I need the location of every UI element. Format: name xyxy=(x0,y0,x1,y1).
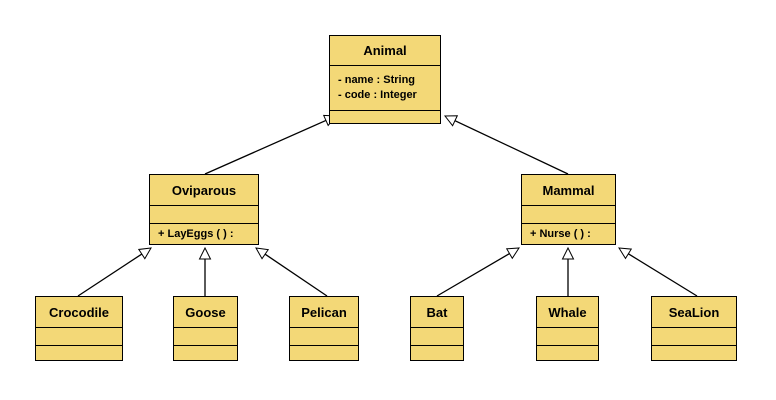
hollow-arrowhead-icon xyxy=(561,246,575,260)
class-attributes xyxy=(290,327,358,345)
generalization-sealion-to-mammal[interactable] xyxy=(618,247,698,297)
generalization-oviparous-to-animal[interactable] xyxy=(204,114,338,175)
class-attributes xyxy=(652,327,736,345)
connector-line xyxy=(628,253,698,297)
class-crocodile[interactable]: Crocodile xyxy=(35,296,123,361)
class-operations: + Nurse ( ) : xyxy=(522,223,615,244)
class-name: SeaLion xyxy=(668,304,720,320)
connector-line xyxy=(204,119,327,175)
class-bat[interactable]: Bat xyxy=(410,296,464,361)
class-name: Animal xyxy=(363,43,407,58)
class-attributes xyxy=(537,327,598,345)
class-operations xyxy=(36,345,122,360)
attribute-code: - code : Integer xyxy=(338,89,417,101)
class-operations xyxy=(652,345,736,360)
connector-line xyxy=(454,120,569,175)
class-name: Pelican xyxy=(301,304,347,320)
class-sealion[interactable]: SeaLion xyxy=(651,296,737,361)
class-operations xyxy=(537,345,598,360)
operation-nurse: + Nurse ( ) : xyxy=(530,227,591,240)
generalization-mammal-to-animal[interactable] xyxy=(443,115,569,175)
class-attributes: - name : String - code : Integer xyxy=(330,65,440,110)
hollow-arrowhead-icon xyxy=(505,247,520,260)
class-animal[interactable]: Animal - name : String - code : Integer xyxy=(329,35,441,124)
class-goose[interactable]: Goose xyxy=(173,296,238,361)
class-attributes xyxy=(150,205,258,223)
class-name: Mammal xyxy=(542,182,595,198)
connector-line xyxy=(264,253,328,297)
class-name: Bat xyxy=(426,304,448,320)
generalization-bat-to-mammal[interactable] xyxy=(436,247,520,297)
class-name: Crocodile xyxy=(49,304,109,320)
generalization-whale-to-mammal[interactable] xyxy=(561,246,575,296)
class-operations: + LayEggs ( ) : xyxy=(150,223,258,244)
class-attributes xyxy=(522,205,615,223)
class-pelican[interactable]: Pelican xyxy=(289,296,359,361)
class-whale[interactable]: Whale xyxy=(536,296,599,361)
hollow-arrowhead-icon xyxy=(198,246,212,260)
operation-lay-eggs: + LayEggs ( ) : xyxy=(158,227,234,240)
class-name: Oviparous xyxy=(171,182,237,198)
generalization-goose-to-oviparous[interactable] xyxy=(198,246,212,296)
connector-line xyxy=(436,252,510,297)
class-mammal[interactable]: Mammal + Nurse ( ) : xyxy=(521,174,616,245)
generalization-pelican-to-oviparous[interactable] xyxy=(255,247,328,297)
generalization-crocodile-to-oviparous[interactable] xyxy=(77,247,152,297)
class-operations xyxy=(330,110,440,123)
class-attributes xyxy=(174,327,237,345)
hollow-arrowhead-icon xyxy=(255,247,270,260)
class-oviparous[interactable]: Oviparous + LayEggs ( ) : xyxy=(149,174,259,245)
hollow-arrowhead-icon xyxy=(443,115,459,127)
hollow-arrowhead-icon xyxy=(137,247,152,260)
class-operations xyxy=(411,345,463,360)
class-operations xyxy=(290,345,358,360)
class-operations xyxy=(174,345,237,360)
attribute-name: - name : String xyxy=(338,74,416,86)
hollow-arrowhead-icon xyxy=(618,247,633,260)
class-attributes xyxy=(36,327,122,345)
class-name: Whale xyxy=(548,304,587,320)
connector-line xyxy=(77,253,143,297)
class-name: Goose xyxy=(185,304,226,320)
class-attributes xyxy=(411,327,463,345)
